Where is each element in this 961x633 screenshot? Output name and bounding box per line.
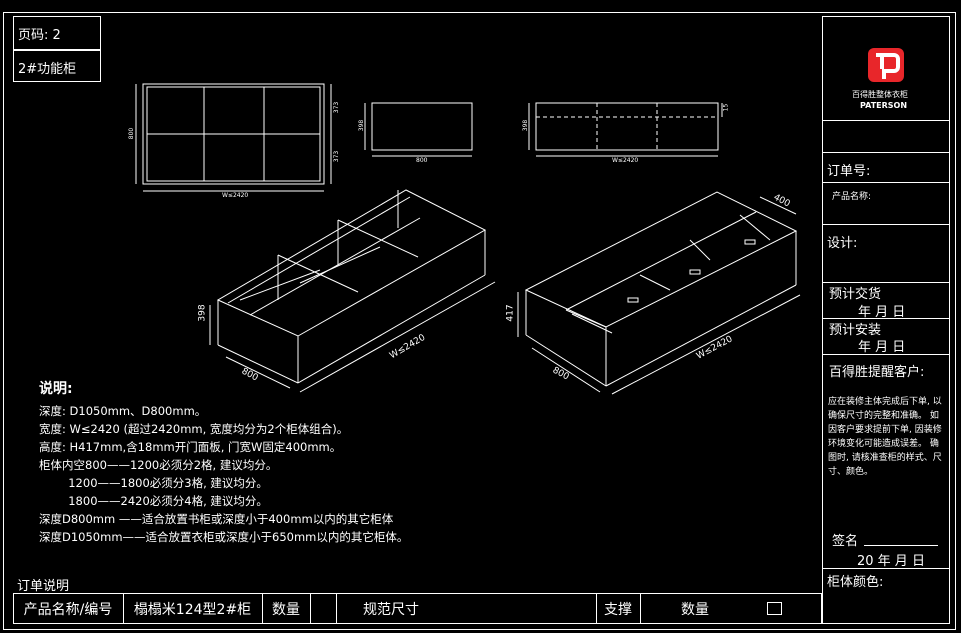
sign-date: 20 年 月 日 [857,554,925,569]
outer-frame [3,12,956,630]
cabinet-color-label: 柜体颜色: [827,575,884,590]
top-height-dim: 398 [522,119,530,132]
notes-body: 深度: D1050mm、D800mm。 宽度: W≤2420 (超过2420mm… [39,402,408,546]
logo-mark-icon [868,48,904,82]
quantity-label-2: 数量 [681,601,709,618]
spec-label: 规范尺寸 [363,601,419,618]
customer-reminder-title: 百得胜提醒客户: [829,365,925,380]
product-value: 榻榻米124型2#柜 [133,601,252,618]
cabinet-label-cell [13,50,101,82]
quantity-label: 数量 [272,601,300,618]
front-total-dim: 800 [128,127,136,140]
note-line: 柜体内空800——1200必须分2格, 建议均分。 [39,458,278,472]
design-label: 设计: [827,236,858,251]
note-line: 1200——1800必须分3格, 建议均分。 [39,476,268,490]
product-name-label: 产品名称: [832,192,872,202]
brand-cn: 百得胜整体衣柜 [852,90,908,99]
order-number-label: 订单号: [827,164,871,179]
page-number-cell [13,16,101,50]
support-label: 支撑 [604,601,632,618]
bottom-table [13,593,822,624]
side-panel [822,16,950,624]
customer-reminder-text: 应在装修主体完成后下单, 以确保尺寸的完整和准确。 如因客户要求提前下单, 因装… [828,397,942,477]
delivery-date: 年 月 日 [858,305,906,320]
side-panel-dividers [822,0,950,633]
note-line: 1800——2420必须分4格, 建议均分。 [39,494,268,508]
cabinet-label: 2#功能柜 [18,62,77,77]
delivery-label: 预计交货 [829,287,882,302]
note-line: 高度: H417mm,含18mm开门面板, 门宽W固定400mm。 [39,440,342,454]
quantity-checkbox[interactable] [767,602,782,615]
note-line: 宽度: W≤2420 (超过2420mm, 宽度均分为2个柜体组合)。 [39,422,349,436]
front-h2-dim: 373 [333,150,341,163]
front-width-dim: W≤2420 [222,192,249,199]
note-line: 深度: D1050mm、D800mm。 [39,404,207,418]
product-label: 产品名称/编号 [23,601,113,618]
sign-label: 签名 [832,534,859,549]
top-small-dim: 15 [722,103,730,112]
front-h1-dim: 373 [333,101,341,114]
install-date: 年 月 日 [858,340,906,355]
bottom-dividers [0,593,822,624]
brand-en: PATERSON [860,101,908,110]
note-line: 深度D800mm ——适合放置书柜或深度小于400mm以内的其它柜体 [39,512,394,526]
notes-title: 说明: [39,381,73,397]
note-line: 深度D1050mm——适合放置衣柜或深度小于650mm以内的其它柜体。 [39,530,409,544]
top-width-dim: W≤2420 [612,157,639,164]
install-label: 预计安装 [829,323,882,338]
iso2-height-dim: 417 [505,304,516,322]
paterson-logo [862,45,912,93]
iso1-height-dim: 398 [197,304,208,322]
page-number: 页码: 2 [18,28,61,43]
sign-line [864,545,938,546]
side-width-dim: 800 [416,157,428,164]
side-height-dim: 398 [358,119,366,132]
order-note: 订单说明 [17,579,70,594]
